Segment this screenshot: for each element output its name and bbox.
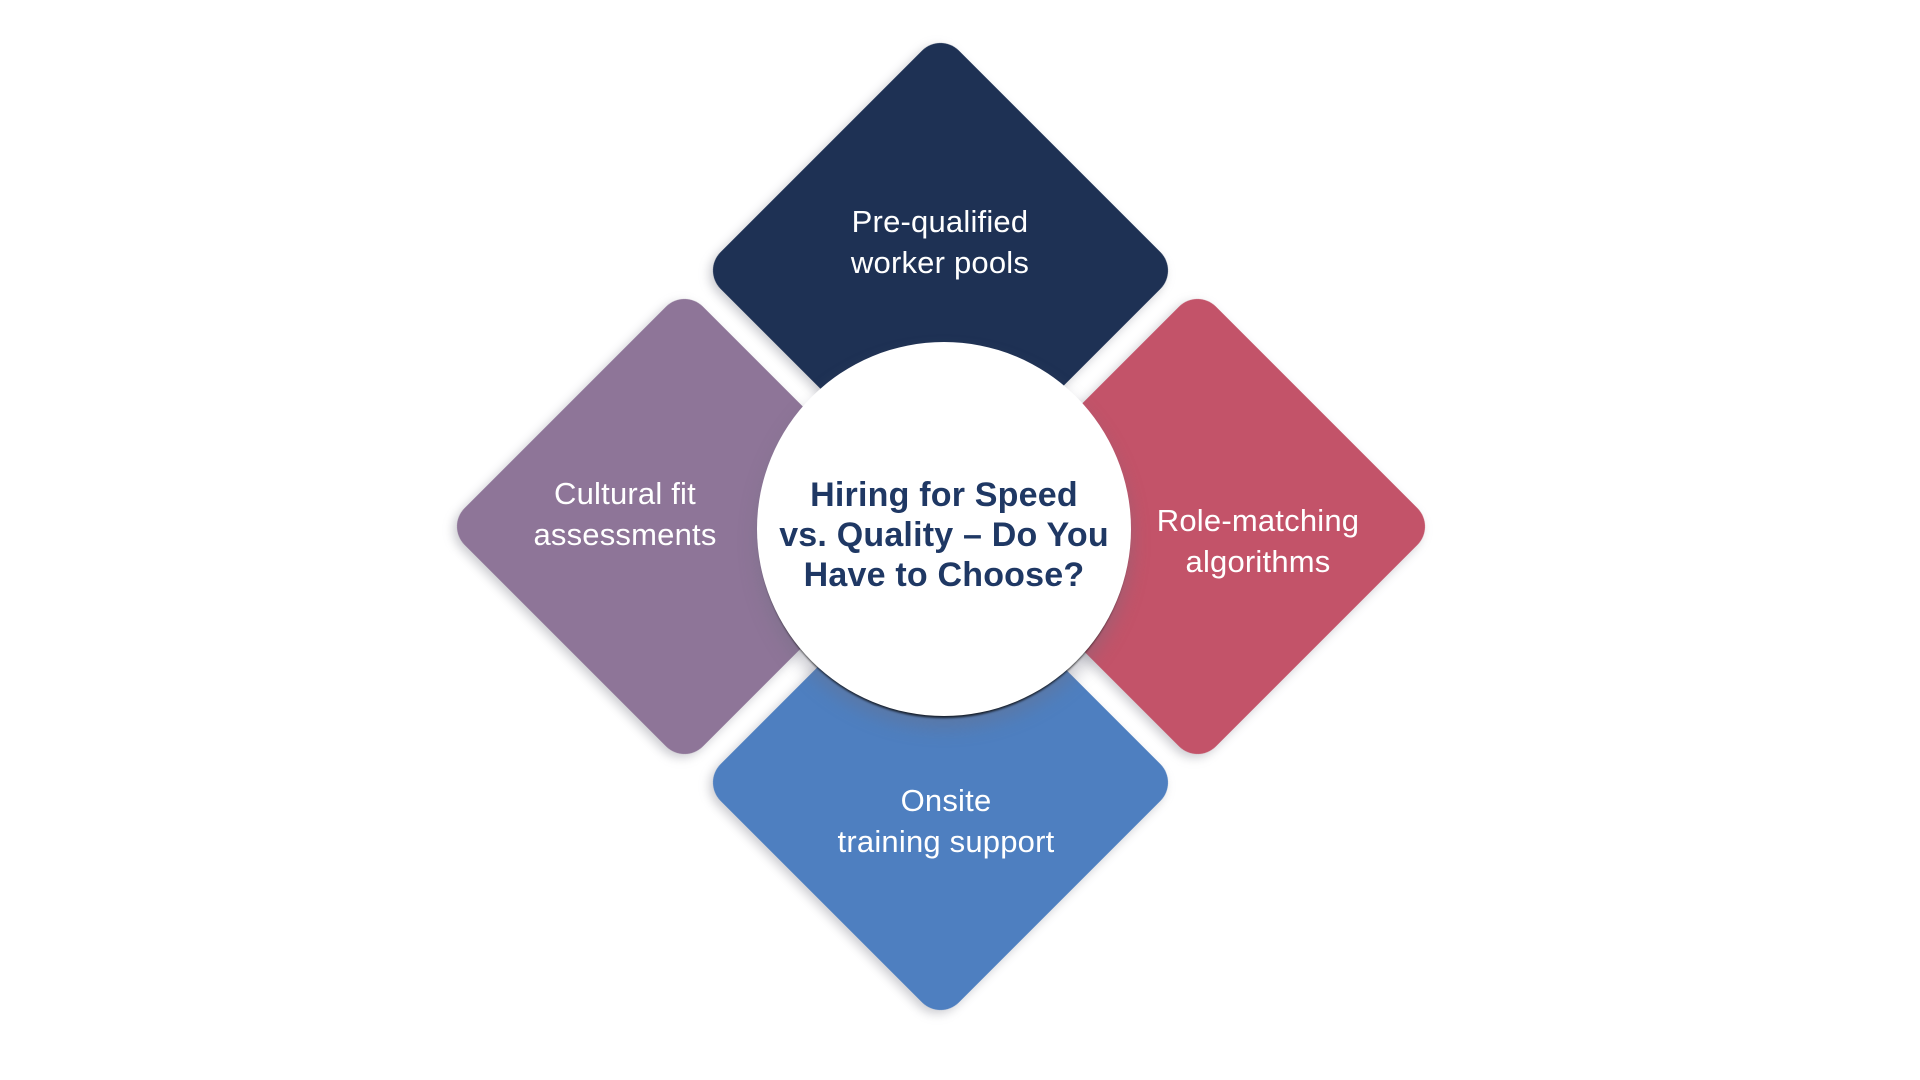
title-line: Have to Choose?: [803, 556, 1085, 594]
center-circle: Hiring for Speed vs. Quality – Do You Ha…: [757, 342, 1131, 716]
title-line: vs. Quality – Do You: [779, 516, 1109, 554]
diagram-title: Hiring for Speed vs. Quality – Do You Ha…: [779, 463, 1109, 595]
title-line: Hiring for Speed: [810, 476, 1078, 514]
